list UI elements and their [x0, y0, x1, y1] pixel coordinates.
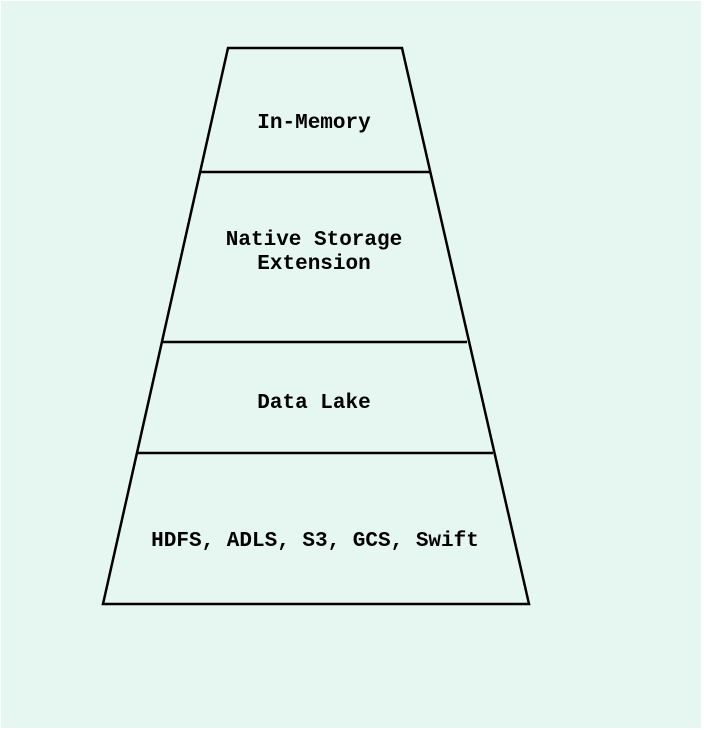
tier-data-lake-label: Data Lake — [257, 392, 370, 415]
tier-object-storage-label: HDFS, ADLS, S3, GCS, Swift — [151, 530, 479, 553]
tier-native-storage-extension[interactable]: Native Storage Extension — [226, 229, 402, 276]
tier-in-memory[interactable]: In-Memory — [257, 112, 371, 135]
tier-data-lake[interactable]: Data Lake — [257, 392, 370, 415]
tier-object-storage[interactable]: HDFS, ADLS, S3, GCS, Swift — [151, 530, 479, 553]
tier-native-storage-extension-label-line-1: Native Storage — [226, 229, 402, 252]
tier-in-memory-label: In-Memory — [257, 112, 371, 135]
pyramid-outline — [101, 46, 531, 606]
tier-native-storage-extension-label-line-2: Extension — [257, 253, 370, 276]
